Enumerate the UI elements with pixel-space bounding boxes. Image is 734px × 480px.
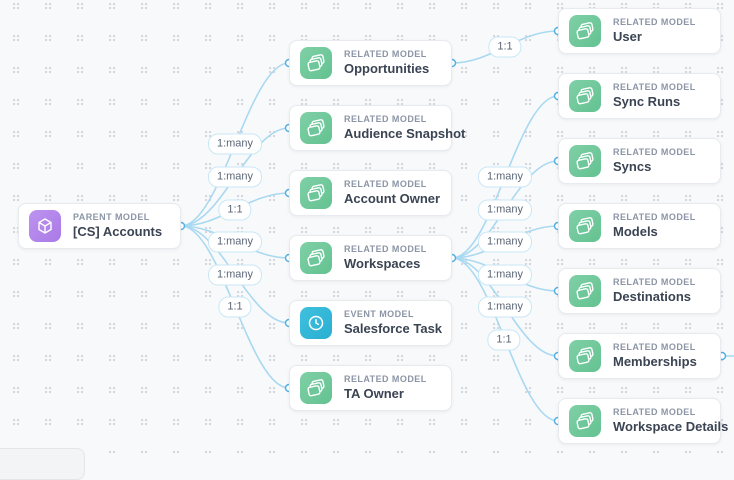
- edge-label: 1:many: [477, 296, 533, 318]
- cube-icon: [29, 210, 61, 242]
- node-name: Syncs: [613, 158, 652, 174]
- edge-label: 1:1: [218, 296, 252, 318]
- edge-label: 1:1: [487, 329, 521, 351]
- node-type-label: RELATED MODEL: [344, 244, 427, 255]
- node-type-label: RELATED MODEL: [344, 179, 427, 190]
- model-stack-icon: [569, 275, 601, 307]
- node-name: Account Owner: [344, 190, 441, 206]
- node-salesforce-task[interactable]: EVENT MODEL Salesforce Task: [289, 300, 452, 346]
- edge-label: 1:many: [477, 166, 533, 188]
- node-name: TA Owner: [344, 385, 404, 401]
- model-stack-icon: [300, 177, 332, 209]
- node-models[interactable]: RELATED MODEL Models: [558, 203, 721, 249]
- node-opportunities[interactable]: RELATED MODEL Opportunities: [289, 40, 452, 86]
- model-stack-icon: [300, 372, 332, 404]
- model-stack-icon: [569, 80, 601, 112]
- model-stack-icon: [300, 47, 332, 79]
- node-memberships[interactable]: RELATED MODEL Memberships: [558, 333, 721, 379]
- edge-label: 1:many: [207, 264, 263, 286]
- node-name: Workspaces: [344, 255, 421, 271]
- edge-label: 1:many: [477, 264, 533, 286]
- node-type-label: RELATED MODEL: [344, 49, 427, 60]
- node-type-label: RELATED MODEL: [613, 407, 696, 418]
- model-stack-icon: [569, 145, 601, 177]
- edge-label: 1:many: [477, 199, 533, 221]
- edge-label: 1:many: [477, 231, 533, 253]
- node-name: Workspace Details: [613, 418, 729, 434]
- edge-label: 1:many: [207, 166, 263, 188]
- node-name: Models: [613, 223, 658, 239]
- partial-node-card[interactable]: [0, 448, 85, 480]
- node-type-label: RELATED MODEL: [613, 342, 696, 353]
- node-name: User: [613, 28, 642, 44]
- node-type-label: RELATED MODEL: [344, 374, 427, 385]
- edge-label: 1:1: [488, 36, 522, 58]
- node-destinations[interactable]: RELATED MODEL Destinations: [558, 268, 721, 314]
- edge-label: 1:many: [207, 133, 263, 155]
- node-type-label: RELATED MODEL: [613, 82, 696, 93]
- node-type-label: PARENT MODEL: [73, 212, 150, 223]
- node-audience-snapshot[interactable]: RELATED MODEL Audience Snapshot: [289, 105, 466, 151]
- edge-label: 1:1: [218, 199, 252, 221]
- node-syncs[interactable]: RELATED MODEL Syncs: [558, 138, 721, 184]
- node-name: [CS] Accounts: [73, 223, 163, 239]
- node-type-label: RELATED MODEL: [344, 114, 427, 125]
- model-stack-icon: [300, 242, 332, 274]
- node-type-label: RELATED MODEL: [613, 212, 696, 223]
- model-stack-icon: [569, 405, 601, 437]
- model-stack-icon: [569, 15, 601, 47]
- clock-icon: [300, 307, 332, 339]
- model-stack-icon: [569, 340, 601, 372]
- node-workspaces[interactable]: RELATED MODEL Workspaces: [289, 235, 452, 281]
- node-type-label: RELATED MODEL: [613, 277, 696, 288]
- node-sync-runs[interactable]: RELATED MODEL Sync Runs: [558, 73, 721, 119]
- node-user[interactable]: RELATED MODEL User: [558, 8, 721, 54]
- node-account-owner[interactable]: RELATED MODEL Account Owner: [289, 170, 452, 216]
- edge-label: 1:many: [207, 231, 263, 253]
- node-type-label: RELATED MODEL: [613, 17, 696, 28]
- node-cs-accounts[interactable]: PARENT MODEL [CS] Accounts: [18, 203, 181, 249]
- node-name: Sync Runs: [613, 93, 681, 109]
- node-name: Memberships: [613, 353, 697, 369]
- node-type-label: RELATED MODEL: [613, 147, 696, 158]
- node-name: Audience Snapshot: [344, 125, 466, 141]
- node-ta-owner[interactable]: RELATED MODEL TA Owner: [289, 365, 452, 411]
- model-stack-icon: [300, 112, 332, 144]
- model-stack-icon: [569, 210, 601, 242]
- node-name: Destinations: [613, 288, 692, 304]
- node-workspace-details[interactable]: RELATED MODEL Workspace Details: [558, 398, 729, 444]
- node-name: Opportunities: [344, 60, 430, 76]
- node-name: Salesforce Task: [344, 320, 443, 336]
- node-type-label: EVENT MODEL: [344, 309, 414, 320]
